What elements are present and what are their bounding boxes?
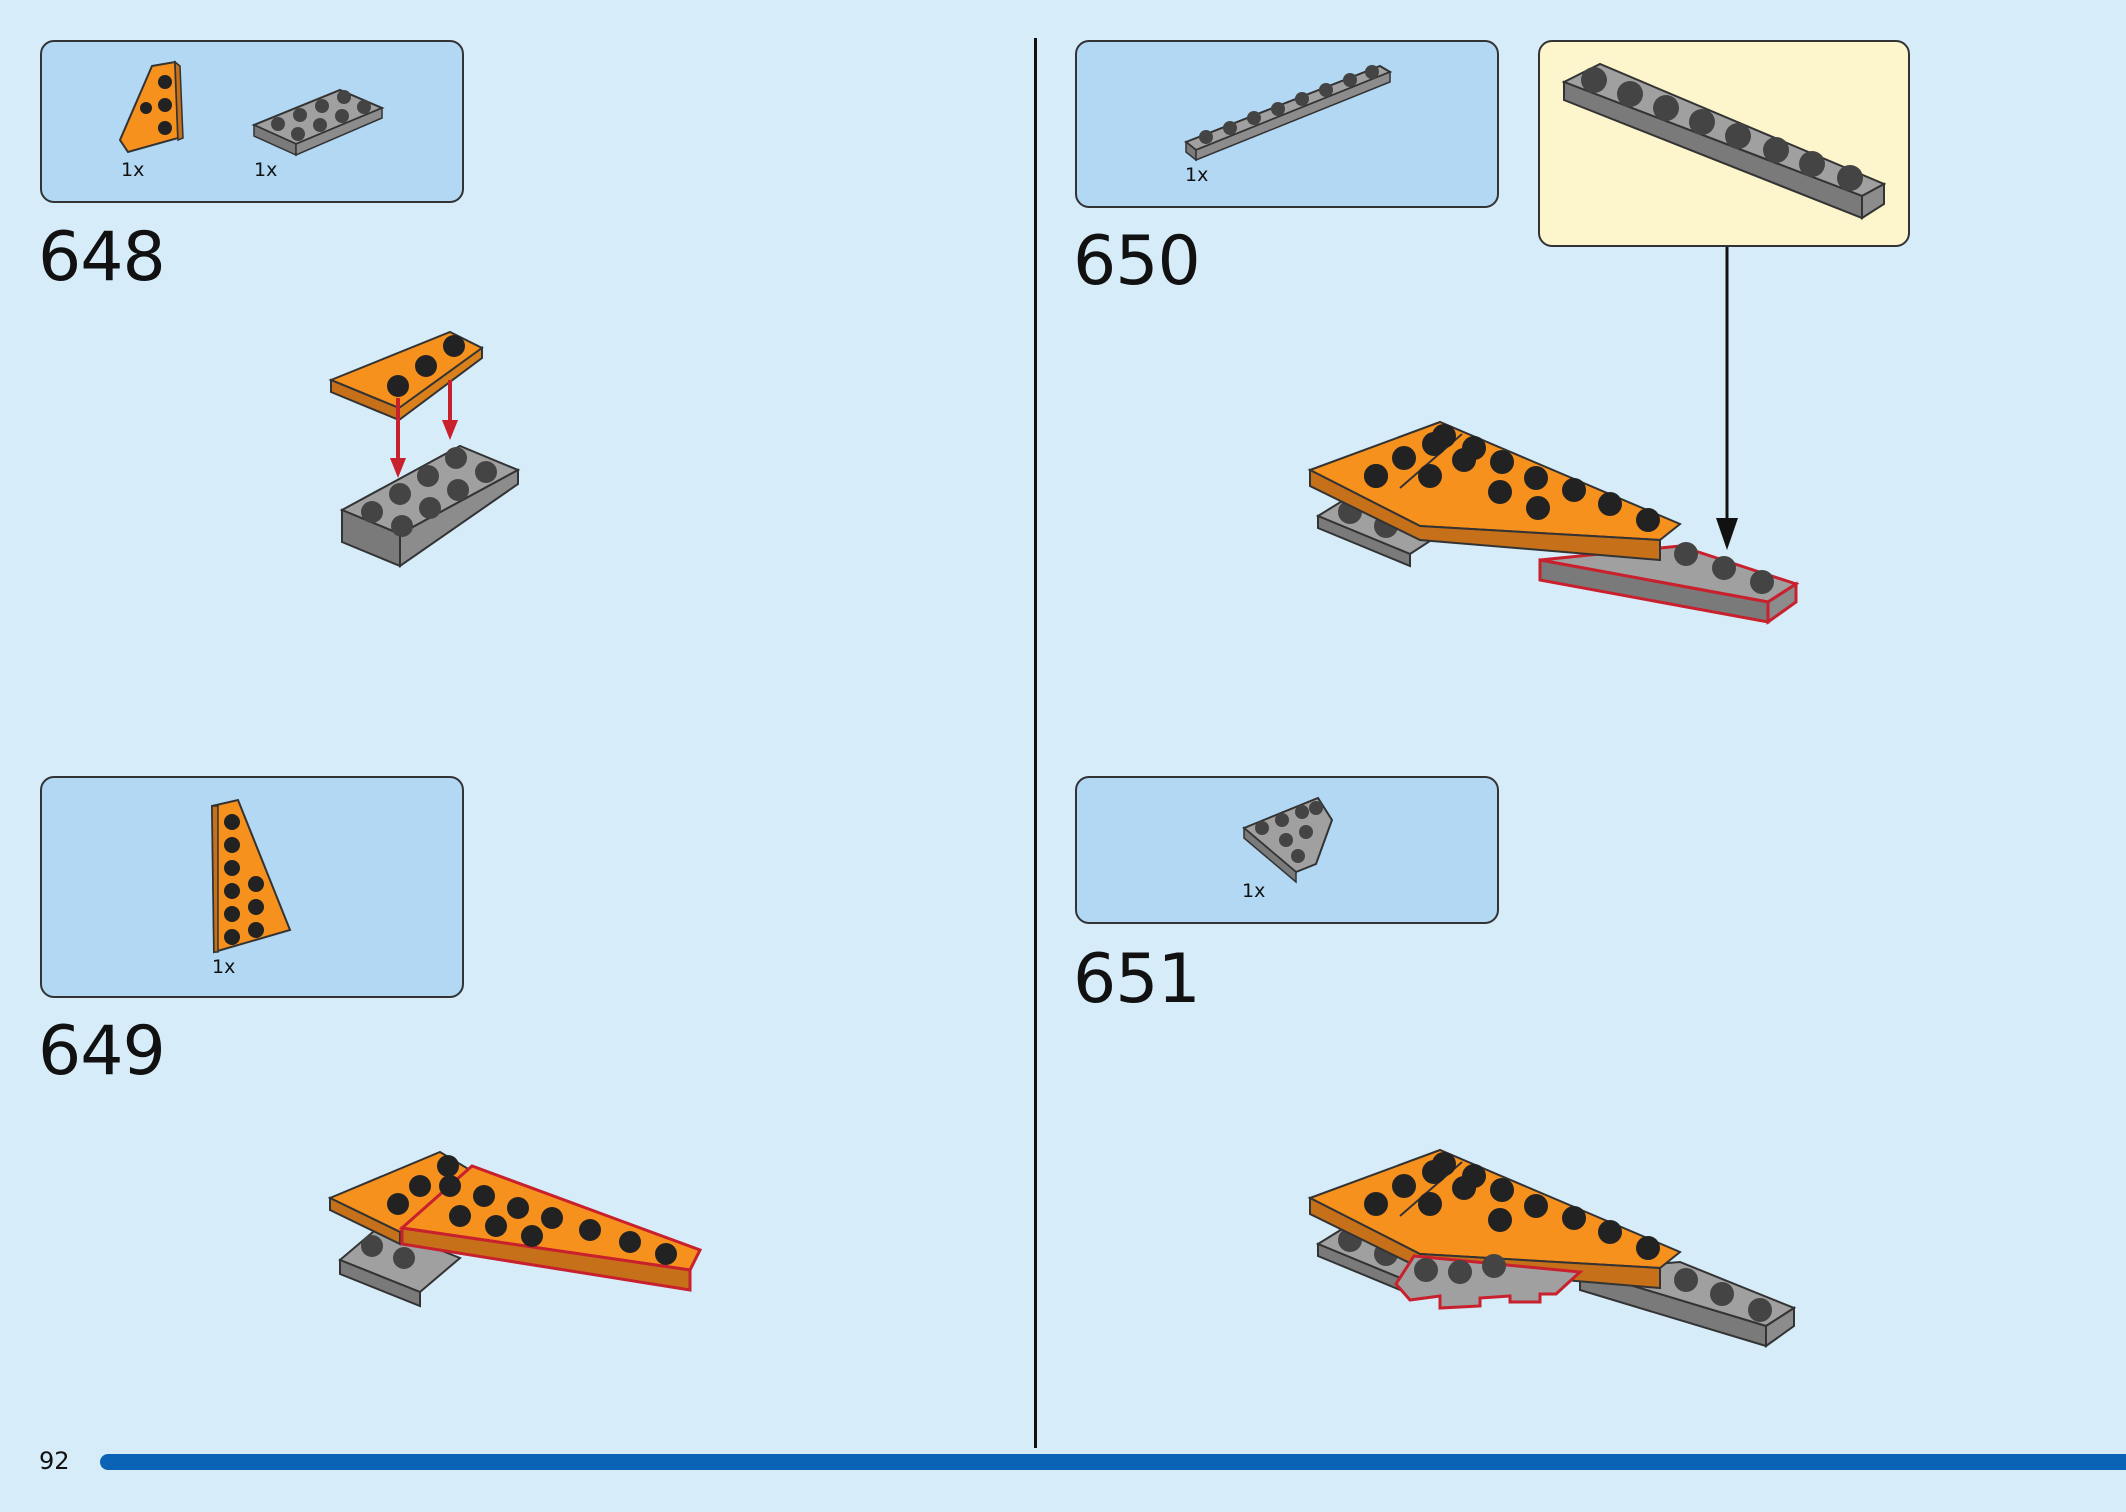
gray-wedge-plate-3x3-icon — [1242, 796, 1334, 884]
parts-list-box — [40, 40, 464, 203]
progress-bar — [100, 1454, 2126, 1470]
gray-plate-1x8-icon — [1184, 64, 1393, 162]
step-number: 648 — [38, 218, 166, 297]
part-qty: 1x — [254, 159, 278, 181]
page-divider — [1034, 38, 1037, 1448]
part-qty: 1x — [121, 159, 145, 181]
page-number: 92 — [39, 1447, 70, 1475]
part-qty: 1x — [212, 956, 236, 978]
step-number: 649 — [38, 1012, 166, 1091]
orange-wing-plate-2x3-icon — [118, 60, 184, 154]
part-qty: 1x — [1185, 164, 1209, 186]
orange-wing-plate-3x6-icon — [210, 798, 292, 954]
part-qty: 1x — [1242, 880, 1266, 902]
gray-plate-2x4-icon — [251, 88, 385, 157]
parts-list-box — [1075, 776, 1499, 924]
step-number: 650 — [1073, 222, 1201, 301]
step-number: 651 — [1073, 940, 1201, 1019]
